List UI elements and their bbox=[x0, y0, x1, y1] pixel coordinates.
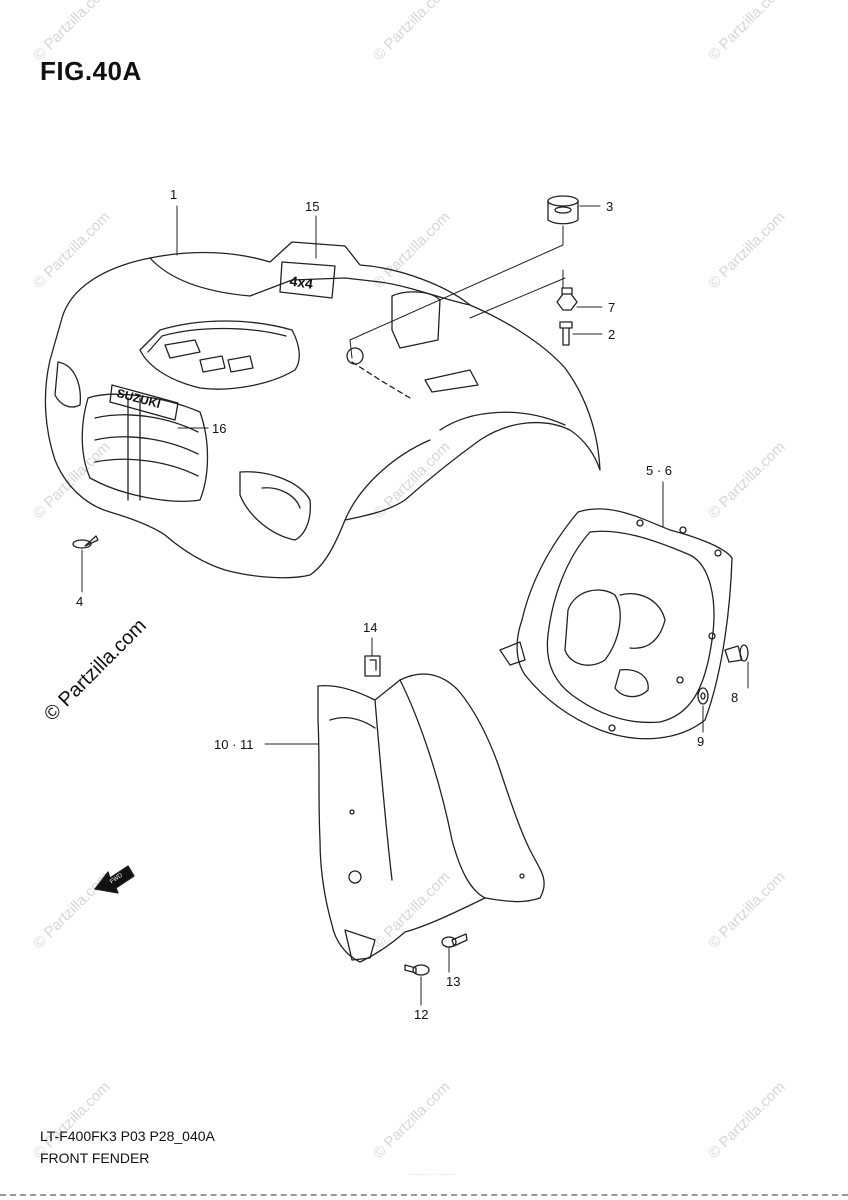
badge-text: 4x4 bbox=[289, 273, 315, 292]
callout-label: 10 · 11 bbox=[214, 737, 254, 752]
front-fender-illustration: 4x4 SUZUKI bbox=[44, 241, 601, 579]
callout-label: 8 bbox=[731, 690, 739, 705]
figure-title: FIG.40A bbox=[40, 56, 142, 86]
callout-label: 4 bbox=[76, 594, 84, 609]
callout-label: 16 bbox=[212, 421, 227, 436]
callout-label: 12 bbox=[414, 1007, 429, 1022]
callout-label: 2 bbox=[608, 327, 616, 342]
callout-label: 5 · 6 bbox=[646, 463, 673, 478]
emblem-text: SUZUKI bbox=[115, 386, 162, 411]
fine-print: · · · · · · · · · · · · · · · · · · · · bbox=[408, 1172, 456, 1177]
callout-label: 15 bbox=[305, 199, 320, 214]
callout-label: 1 bbox=[170, 187, 178, 202]
section-name: FRONT FENDER bbox=[40, 1150, 150, 1166]
screw-illustration bbox=[72, 535, 99, 549]
grommet-illustration bbox=[547, 195, 579, 225]
callout-label: 9 bbox=[697, 734, 705, 749]
nut-illustration bbox=[556, 287, 578, 311]
screw-illustration bbox=[724, 644, 749, 663]
callout-label: 7 bbox=[608, 300, 616, 315]
mud-guard-illustration bbox=[317, 673, 545, 963]
washer-illustration bbox=[697, 687, 709, 705]
inner-cover-illustration bbox=[499, 508, 733, 740]
page-divider bbox=[0, 1194, 848, 1196]
forward-arrow-icon: FWD bbox=[94, 865, 135, 894]
clip-illustration bbox=[364, 655, 381, 677]
bolt-illustration bbox=[441, 933, 468, 948]
model-code: LT-F400FK3 P03 P28_040A bbox=[40, 1128, 215, 1144]
callout-label: 14 bbox=[363, 620, 378, 635]
leader-lines bbox=[81, 205, 749, 1006]
callout-label: 3 bbox=[606, 199, 614, 214]
callout-label: 13 bbox=[446, 974, 461, 989]
bolt-illustration bbox=[559, 321, 573, 346]
bolt-illustration bbox=[404, 964, 430, 976]
